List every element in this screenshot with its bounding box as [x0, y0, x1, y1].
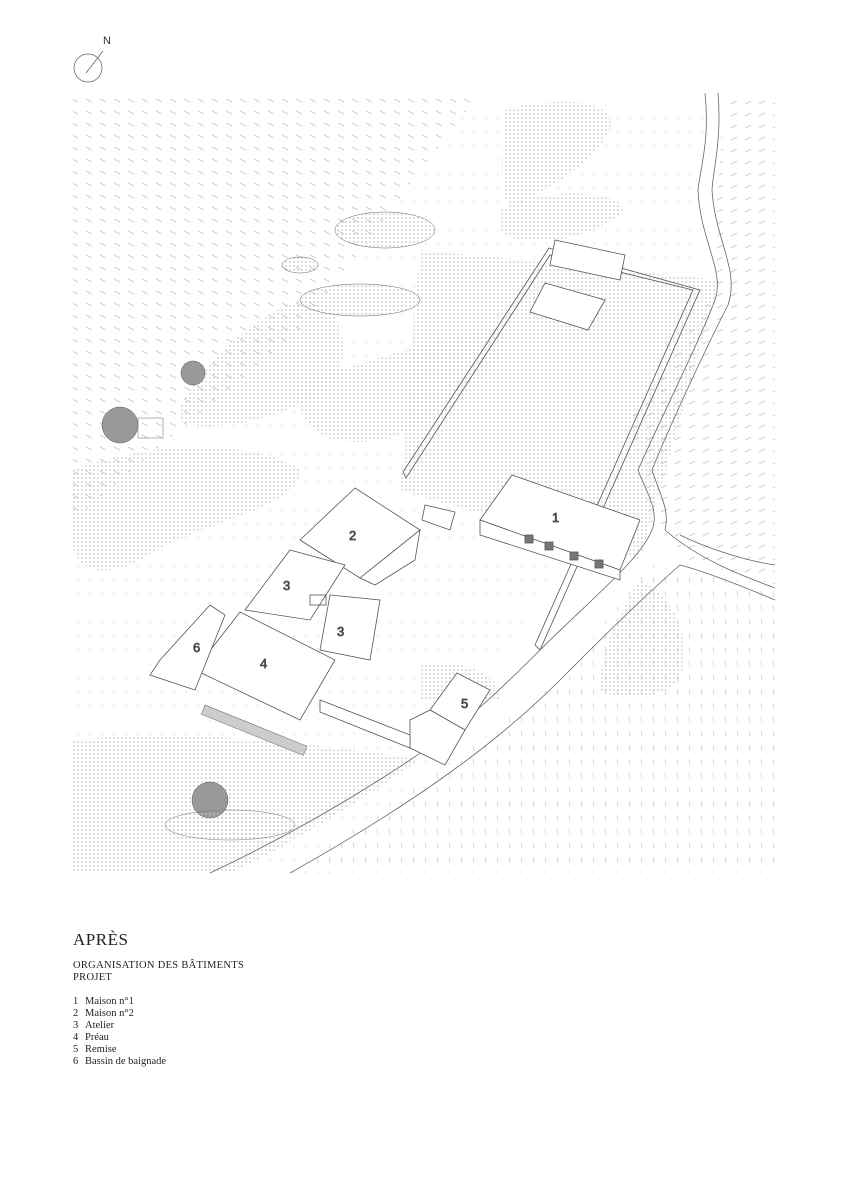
legend-item-number: 5: [73, 1044, 79, 1055]
legend-item-label: Atelier: [85, 1020, 115, 1031]
legend-item-number: 2: [73, 1008, 79, 1019]
legend-item: 3 Atelier: [73, 1020, 244, 1032]
legend-item-number: 3: [73, 1020, 79, 1031]
legend-title: APRÈS: [73, 930, 129, 949]
legend-subtitle-line-2: PROJET: [73, 972, 113, 983]
legend-item-label: Bassin de baignade: [85, 1056, 167, 1067]
walled-garden: [402, 239, 701, 651]
legend-item-label: Remise: [85, 1044, 117, 1055]
north-arrow-icon: [73, 50, 104, 83]
road: [209, 92, 776, 874]
legend-item-number: 1: [73, 996, 79, 1007]
legend-item-label: Maison n°1: [85, 996, 134, 1007]
building-6-bassin: 6: [149, 604, 226, 691]
building-label-4: 4: [260, 656, 267, 671]
site-plan-axonometric: 1 2 3 3 4 6 5: [73, 92, 776, 875]
north-label: N: [103, 35, 111, 47]
legend-item: 1 Maison n°1: [73, 996, 244, 1008]
legend-subtitle: ORGANISATION DES BÂTIMENTS PROJET: [73, 960, 244, 984]
building-label-5: 5: [461, 696, 468, 711]
legend-subtitle-line-1: ORGANISATION DES BÂTIMENTS: [73, 960, 245, 971]
legend-item: 5 Remise: [73, 1044, 244, 1056]
legend-item-label: Maison n°2: [85, 1008, 134, 1019]
legend-item-number: 4: [73, 1032, 79, 1043]
legend-item: 6 Bassin de baignade: [73, 1056, 244, 1068]
legend-item: 4 Préau: [73, 1032, 244, 1044]
building-3-atelier: 3 3: [244, 549, 381, 661]
north-arrow: N: [73, 35, 113, 85]
trees: [101, 211, 436, 841]
legend-item: 2 Maison n°2: [73, 1008, 244, 1020]
building-label-2: 2: [349, 528, 356, 543]
legend-item-label: Préau: [85, 1032, 109, 1043]
dotted-lawn-zones: [73, 101, 720, 873]
legend-item-number: 6: [73, 1056, 79, 1067]
legend: APRÈS ORGANISATION DES BÂTIMENTS PROJET …: [73, 930, 244, 1068]
building-label-6: 6: [193, 640, 200, 655]
building-label-1: 1: [552, 510, 559, 525]
building-5-remise: 5: [319, 672, 491, 766]
building-label-3b: 3: [337, 624, 344, 639]
building-label-3a: 3: [283, 578, 290, 593]
building-1-maison-1: 1: [421, 474, 641, 581]
building-2-maison-2: 2: [299, 487, 421, 586]
